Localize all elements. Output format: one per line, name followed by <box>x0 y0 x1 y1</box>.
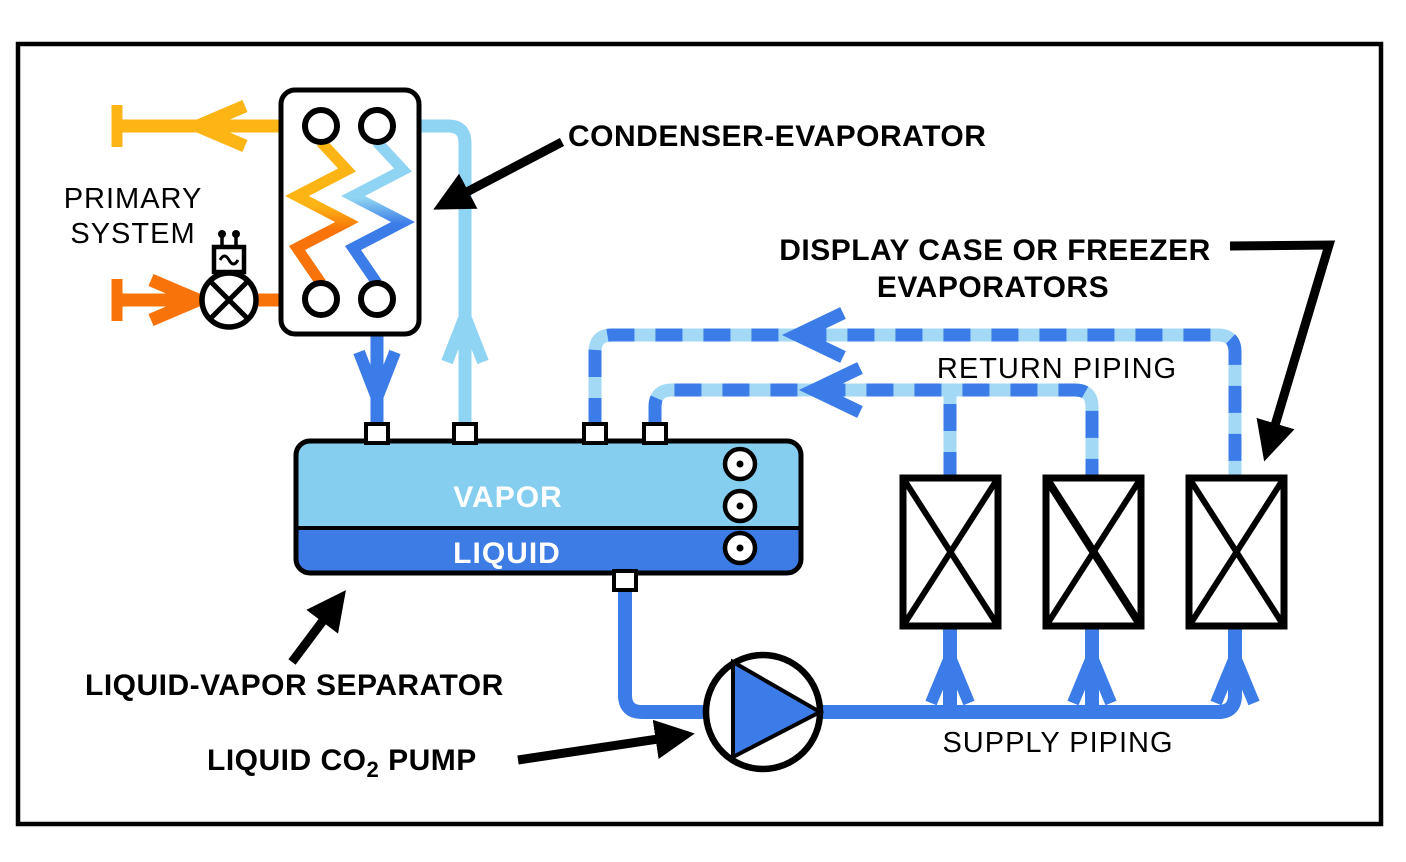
evaporator-x <box>900 476 1001 628</box>
port-bottom-left <box>302 280 340 318</box>
flow-arrow-left-icon <box>781 307 846 363</box>
evaporator-3 <box>1185 474 1288 630</box>
tank-outline <box>293 438 804 576</box>
flow-arrow-left-icon <box>181 100 248 152</box>
flow-arrow-up-icon <box>925 641 975 706</box>
tank-nozzles <box>364 422 668 592</box>
flow-arrow-down-icon <box>353 349 401 415</box>
flow-arrow-up-icon <box>441 299 489 365</box>
nozzle <box>364 422 390 445</box>
cold-coil <box>341 138 415 287</box>
supply-main-pipe <box>618 588 1242 719</box>
condenser-evaporator <box>278 87 422 337</box>
flow-arrow-up-icon <box>1067 641 1117 706</box>
return-line-2-dashes <box>648 383 1099 477</box>
liquid-vapor-separator: VAPOR LIQUID <box>293 422 804 592</box>
sight-glass-dot <box>736 502 744 510</box>
pump-label-post: PUMP <box>379 744 477 777</box>
primary-system-label-line1: PRIMARY <box>64 183 203 215</box>
evaporator-1 <box>899 474 1002 630</box>
solenoid-pin-dot <box>218 230 226 238</box>
solenoid-squiggle-icon <box>218 254 240 266</box>
separator-pointer-arrow <box>288 590 346 665</box>
port-top-right <box>358 107 396 145</box>
return-line-1-dashes <box>588 328 1242 477</box>
supply-piping-label: SUPPLY PIPING <box>942 727 1173 759</box>
display-case-pointer-arrow <box>1229 240 1336 462</box>
condenser-evaporator-label: CONDENSER-EVAPORATOR <box>568 120 986 153</box>
tank-liquid-label: LIQUID <box>453 537 561 570</box>
tank-vapor-label: VAPOR <box>453 481 562 514</box>
display-case-label-line1: DISPLAY CASE OR FREEZER <box>779 234 1211 267</box>
evaporators <box>899 474 1288 630</box>
evaporator-x <box>1043 476 1144 628</box>
hot-coil <box>285 138 359 287</box>
flow-arrow-right-icon <box>148 274 215 326</box>
nozzle-bottom <box>612 569 638 592</box>
nozzle <box>642 422 668 445</box>
display-case-label-line2: EVAPORATORS <box>877 271 1109 304</box>
solenoid-pin-dot <box>232 230 240 238</box>
pump-pointer-arrow <box>517 719 695 765</box>
vapor-riser-pipe <box>393 119 472 425</box>
supply-piping <box>618 588 1260 719</box>
tank-liquid-fill <box>296 528 801 573</box>
port-bottom-right <box>358 280 396 318</box>
return-piping-label: RETURN PIPING <box>937 353 1177 385</box>
condenser-pointer-arrow <box>433 138 565 210</box>
evaporator-x <box>1186 476 1287 628</box>
pump-label-sub: 2 <box>367 757 380 782</box>
sight-glass-dot <box>736 544 744 552</box>
liquid-co2-pump <box>702 651 825 773</box>
annotation-arrows <box>288 138 1336 765</box>
pump-impeller-icon <box>731 658 825 761</box>
port-top-left <box>302 107 340 145</box>
flow-arrow-up-icon <box>1210 641 1260 706</box>
primary-system-label-line2: SYSTEM <box>70 218 195 250</box>
diagram-frame <box>15 41 1384 827</box>
nozzle <box>582 422 608 445</box>
pump-label-pre: LIQUID CO <box>207 744 367 777</box>
valve-x <box>208 279 250 321</box>
sight-glasses <box>722 446 758 566</box>
return-piping <box>588 307 1242 477</box>
flow-arrow-left-icon <box>798 362 863 418</box>
sight-glass-dot <box>736 460 744 468</box>
co2-condenser-pipes <box>353 119 489 425</box>
evaporator-2 <box>1042 474 1145 630</box>
pump-label: LIQUID CO2 PUMP <box>207 744 477 782</box>
expansion-valve <box>199 230 259 330</box>
nozzle <box>452 422 478 445</box>
separator-label: LIQUID-VAPOR SEPARATOR <box>85 669 504 702</box>
heat-exchanger-shell <box>278 87 422 337</box>
